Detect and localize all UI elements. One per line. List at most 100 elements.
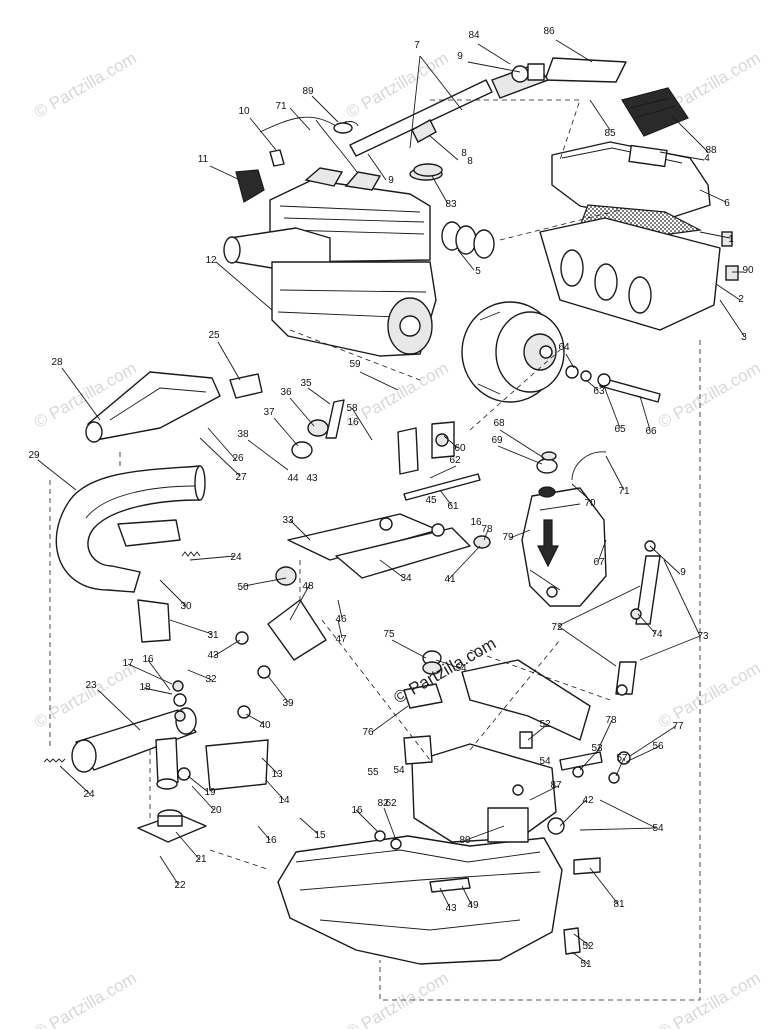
callout-19: 19 [204,787,216,798]
callout-62: 62 [385,798,397,809]
watermark-text: © Partzilla.com [655,658,764,732]
callout-36: 36 [280,387,292,398]
callout-26: 26 [232,453,244,464]
callout-33: 33 [282,515,294,526]
exhaust-system [43,371,263,843]
callout-54: 54 [455,663,467,674]
callout-81: 81 [613,899,625,910]
callout-69: 69 [491,435,503,446]
decal-plate [544,57,627,83]
callout-25: 25 [208,330,220,341]
callout-7: 7 [414,40,420,51]
callout-57: 57 [616,753,628,764]
callout-76: 76 [362,727,374,738]
callout-77: 77 [672,721,684,732]
callout-5: 5 [475,266,481,277]
callout-49: 49 [467,900,479,911]
callout-42: 42 [582,795,594,806]
callout-31: 31 [207,630,219,641]
callout-53: 53 [591,743,603,754]
callout-15: 15 [314,830,326,841]
watermark-text: © Partzilla.com [31,658,140,732]
watermark-text: © Partzilla.com [343,968,452,1029]
callout-43: 43 [207,650,219,661]
callout-9: 9 [680,567,686,578]
callout-16: 16 [470,517,482,528]
chassis-frame [277,650,631,965]
callout-88: 88 [705,145,717,156]
callout-27: 27 [235,472,247,483]
callout-89: 89 [302,86,314,97]
callout-32: 32 [205,674,217,685]
callout-23: 23 [85,680,97,691]
callout-52: 52 [582,941,594,952]
callout-18: 18 [139,682,151,693]
callout-47: 47 [335,634,347,645]
callout-64: 64 [558,342,570,353]
callout-8: 8 [461,148,467,159]
callout-84: 84 [468,30,480,41]
callout-8: 8 [467,156,473,167]
callout-1: 1 [728,234,734,245]
callout-44: 44 [287,473,299,484]
callout-2: 2 [738,294,744,305]
callout-75: 75 [383,629,395,640]
callout-54: 54 [539,756,551,767]
callout-87: 87 [550,780,562,791]
watermark-text: © Partzilla.com [31,48,140,122]
callout-41: 41 [444,574,456,585]
callout-17: 17 [122,658,134,669]
callout-65: 65 [614,424,626,435]
callout-52: 52 [539,719,551,730]
callout-71: 71 [618,486,630,497]
callout-3: 3 [741,332,747,343]
callout-68: 68 [493,418,505,429]
callout-70: 70 [584,498,596,509]
callout-30: 30 [180,601,192,612]
callout-43: 43 [306,473,318,484]
callout-40: 40 [259,720,271,731]
oil-tank [521,451,607,607]
callout-55: 55 [367,767,379,778]
callout-22: 22 [174,880,186,891]
callout-67: 67 [593,557,605,568]
callout-28: 28 [51,357,63,368]
engine-assembly [223,163,495,357]
callout-48: 48 [302,581,314,592]
expansion-chamber [55,465,201,593]
callout-59: 59 [349,359,361,370]
callout-14: 14 [278,795,290,806]
callout-78: 78 [605,715,617,726]
callout-37: 37 [263,407,275,418]
callout-6: 6 [724,198,730,209]
callout-46: 46 [335,614,347,625]
callout-38: 38 [237,429,249,440]
drive-clutch [461,301,661,403]
callout-73: 73 [697,631,709,642]
callout-74: 74 [651,629,663,640]
callout-4: 4 [704,153,710,164]
callout-66: 66 [645,426,657,437]
callout-13: 13 [271,769,283,780]
callout-58: 58 [346,403,358,414]
callout-50: 50 [237,582,249,593]
callout-39: 39 [282,698,294,709]
callout-79: 79 [502,532,514,543]
callout-86: 86 [543,26,555,37]
airbox-assembly [539,57,739,331]
callout-78: 78 [481,524,493,535]
callout-20: 20 [210,805,222,816]
callout-11: 11 [198,154,209,165]
callout-24: 24 [230,552,242,563]
callout-72: 72 [551,622,563,633]
callout-10: 10 [238,106,250,117]
throttle-cable-assembly [235,63,550,215]
watermark-text: © Partzilla.com [31,968,140,1029]
leader-lines [37,39,745,965]
callout-83: 83 [445,199,457,210]
callout-61: 61 [447,501,459,512]
callout-82: 82 [377,798,389,809]
callout-54: 54 [393,765,405,776]
callout-9: 9 [388,175,394,186]
